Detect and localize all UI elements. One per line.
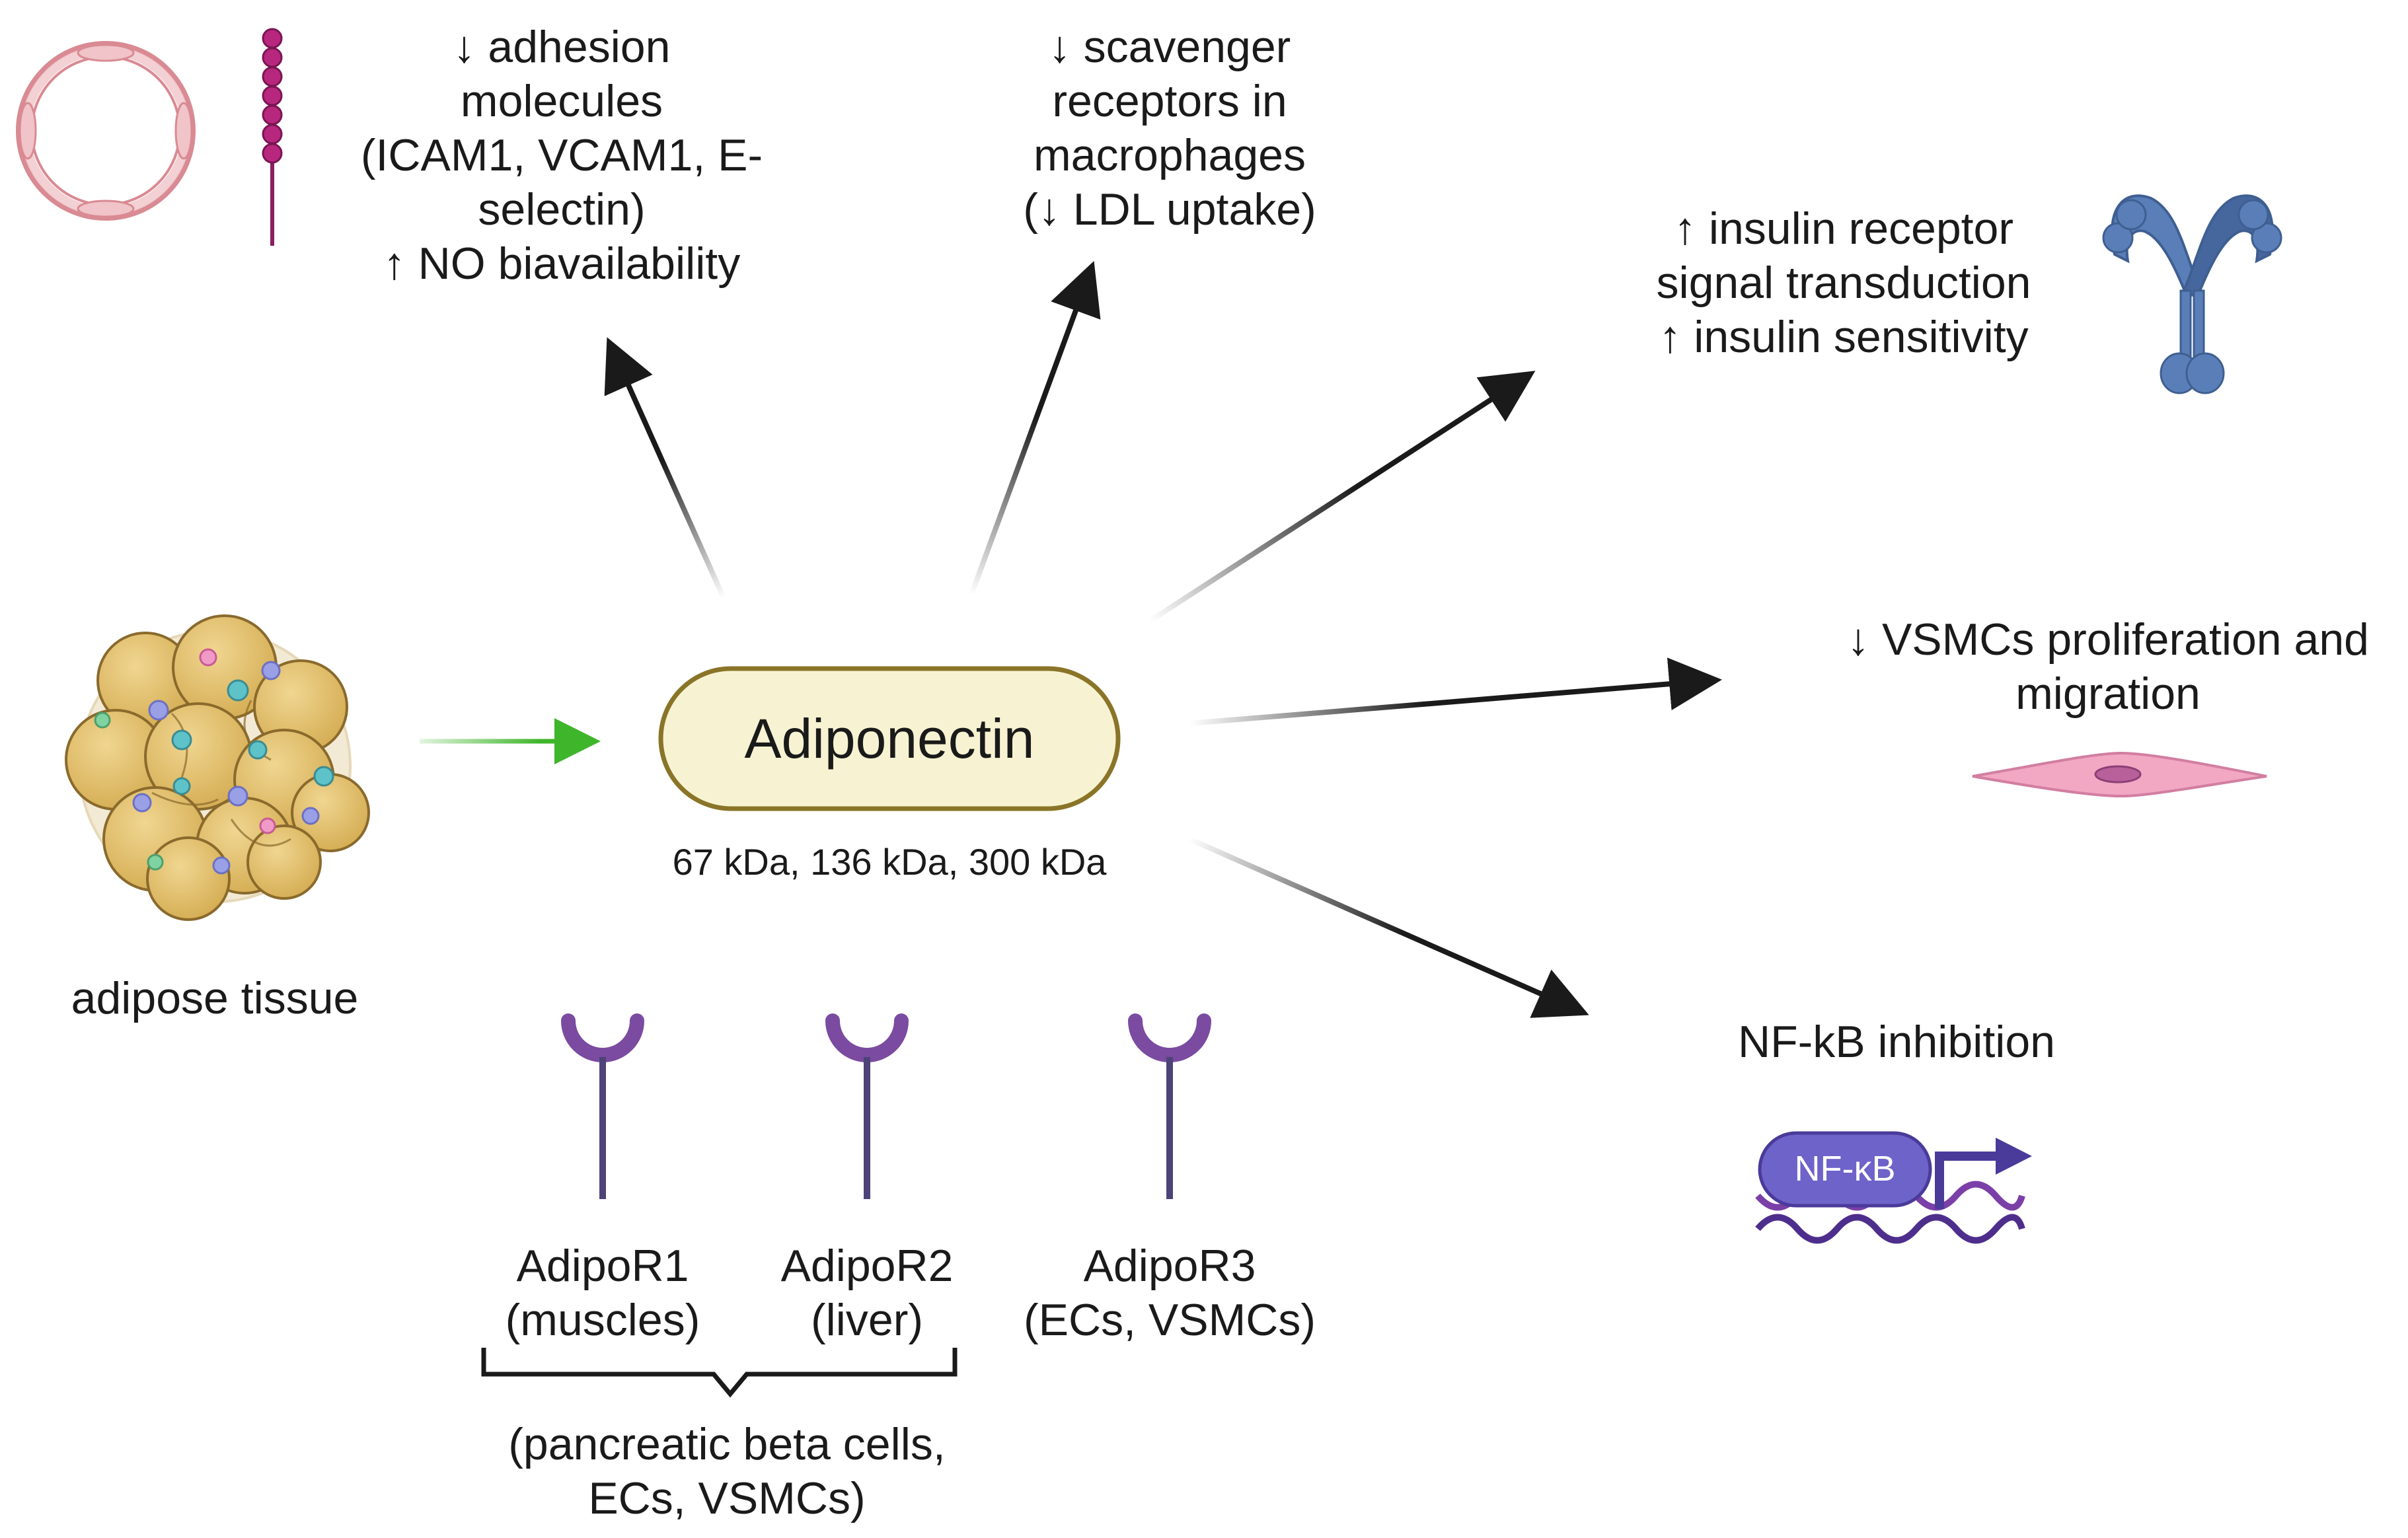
adipose-tissue-label: adipose tissue: [71, 973, 359, 1023]
arrow-to-insulin: [1148, 371, 1536, 624]
receptor-icon: [825, 1013, 909, 1199]
vessel-cross-section-icon: [16, 41, 196, 221]
adiponectin-pill: [658, 666, 1121, 811]
vsmc-icon: [1972, 751, 2267, 798]
arrow-to-endothelium: [604, 337, 726, 599]
effect-nfkb: NF-kB inhibition: [1738, 1017, 2055, 1067]
adipose-tissue-icon: [65, 614, 370, 921]
nfkb-transcription-icon: [1755, 1131, 2032, 1244]
ligand-chain-icon: [262, 28, 283, 246]
effect-insulin: ↑ insulin receptor signal transduction ↑…: [1656, 203, 2031, 362]
receptor-adipor1: AdipoR1 (muscles): [505, 1241, 700, 1345]
effect-macrophages: ↓ scavenger receptors in macrophages (↓ …: [1023, 22, 1316, 235]
arrow-to-macrophages: [969, 260, 1101, 596]
receptor-group-note: (pancreatic beta cells, ECs, VSMCs): [508, 1419, 946, 1523]
adiponectin-sizes: 67 kDa, 136 kDa, 300 kDa: [672, 841, 1107, 883]
insulin-receptor-icon: [2102, 194, 2282, 394]
receptor-icon: [561, 1013, 644, 1199]
effect-endothelium: ↓ adhesion molecules (ICAM1, VCAM1, E- s…: [360, 22, 763, 289]
arrow-to-nfkb: [1188, 836, 1589, 1018]
receptor-adipor2: AdipoR2 (liver): [780, 1241, 954, 1345]
receptor-icon: [1128, 1013, 1211, 1199]
receptor-group-bracket: [481, 1348, 958, 1398]
receptor-adipor3: AdipoR3 (ECs, VSMCs): [1024, 1241, 1316, 1345]
nfkb-icon-label: NF-κB: [1794, 1149, 1896, 1189]
arrow-to-vsmc: [1189, 657, 1722, 726]
adiponectin-label: Adiponectin: [744, 707, 1035, 770]
effect-vsmc: ↓ VSMCs proliferation and migration: [1847, 614, 2369, 719]
